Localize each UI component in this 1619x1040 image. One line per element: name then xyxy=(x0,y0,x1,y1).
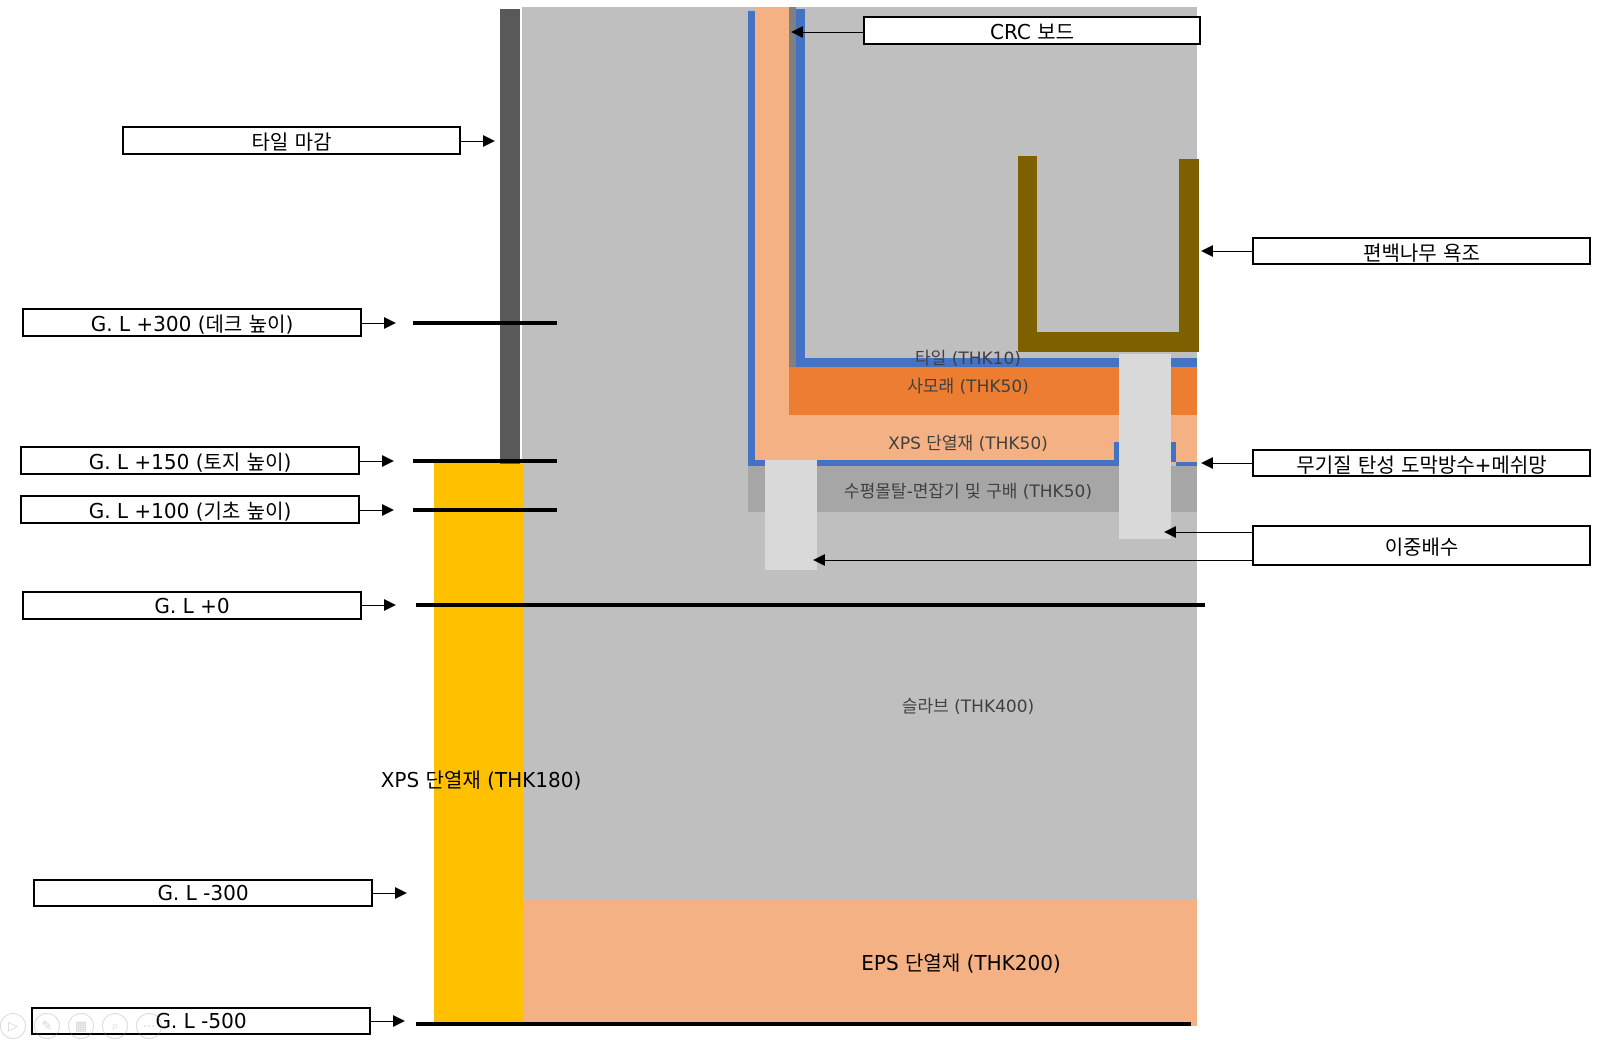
callout-bathtub: 편백나무 욕조 xyxy=(1252,237,1591,265)
arrow-waterproofing xyxy=(1201,457,1252,469)
waterproof-layer-bottom xyxy=(748,460,1120,466)
viewer-toolbar: ▷ ✎ ▦ ⌕ ⋯ xyxy=(0,1013,162,1039)
play-icon[interactable]: ▷ xyxy=(0,1013,26,1039)
more-icon[interactable]: ⋯ xyxy=(136,1013,162,1039)
level-line-plus150 xyxy=(413,459,557,463)
crc-board-vertical xyxy=(789,7,796,367)
level-label-zero: G. L +0 xyxy=(22,591,362,620)
bathtub-right-wall xyxy=(1179,159,1199,352)
layer-label-sand: 사모래 (THK50) xyxy=(907,377,1029,397)
pen-icon[interactable]: ✎ xyxy=(34,1013,60,1039)
level-label-plus300: G. L +300 (데크 높이) xyxy=(22,308,362,337)
level-line-zero xyxy=(416,603,1205,607)
zoom-icon[interactable]: ⌕ xyxy=(102,1013,128,1039)
level-label-plus150: G. L +150 (토지 높이) xyxy=(20,446,360,475)
eps-insulation-block xyxy=(522,899,1197,1026)
level-line-plus100 xyxy=(413,508,557,512)
tile-finish-wall xyxy=(500,9,520,464)
xps-outer-insulation-block xyxy=(434,463,523,1026)
layer-label-leveling: 수평몰탈-면잡기 및 구배 (THK50) xyxy=(844,482,1092,502)
layer-label-xps-outer: XPS 단열재 (THK180) xyxy=(380,768,582,792)
arrow-tile-finish xyxy=(461,135,495,147)
waterproof-layer-right xyxy=(796,9,805,367)
xps-inner-vertical xyxy=(755,7,789,464)
drain-notch-right xyxy=(1171,442,1176,462)
arrow-level-plus100 xyxy=(360,504,394,516)
level-label-plus100: G. L +100 (기초 높이) xyxy=(20,495,360,524)
arrow-level-minus300 xyxy=(373,887,407,899)
callout-tile-finish: 타일 마감 xyxy=(122,126,461,155)
arrow-level-minus500 xyxy=(371,1015,405,1027)
bathtub-floor xyxy=(1018,332,1199,352)
drain-pipe-left xyxy=(765,460,817,570)
layer-label-slab: 슬라브 (THK400) xyxy=(901,697,1035,717)
bathtub-left-wall xyxy=(1018,156,1037,352)
level-label-minus300: G. L -300 xyxy=(33,879,373,907)
slides-icon[interactable]: ▦ xyxy=(68,1013,94,1039)
drain-notch-left xyxy=(1114,442,1119,462)
arrow-double-drain-right xyxy=(1164,526,1252,538)
layer-label-tile: 타일 (THK10) xyxy=(915,349,1021,369)
drain-pipe-right xyxy=(1119,354,1171,539)
level-line-minus500 xyxy=(416,1022,1191,1026)
arrow-level-plus300 xyxy=(362,317,396,329)
layer-label-eps: EPS 단열재 (THK200) xyxy=(861,951,1061,975)
waterproof-layer-left xyxy=(748,11,755,467)
arrow-double-drain-left xyxy=(813,554,1252,566)
arrow-level-zero xyxy=(362,599,396,611)
callout-crc-board: CRC 보드 xyxy=(863,16,1201,45)
waterproof-layer-bottom-right xyxy=(1176,462,1197,467)
callout-double-drain: 이중배수 xyxy=(1252,525,1591,566)
arrow-level-plus150 xyxy=(360,455,394,467)
arrow-crc-board xyxy=(791,26,863,38)
callout-waterproofing: 무기질 탄성 도막방수+메쉬망 xyxy=(1252,449,1591,477)
layer-label-xps-inner: XPS 단열재 (THK50) xyxy=(888,434,1048,454)
level-line-plus300 xyxy=(413,321,557,325)
arrow-bathtub xyxy=(1201,245,1252,257)
waterproof-layer-top xyxy=(796,358,1197,367)
